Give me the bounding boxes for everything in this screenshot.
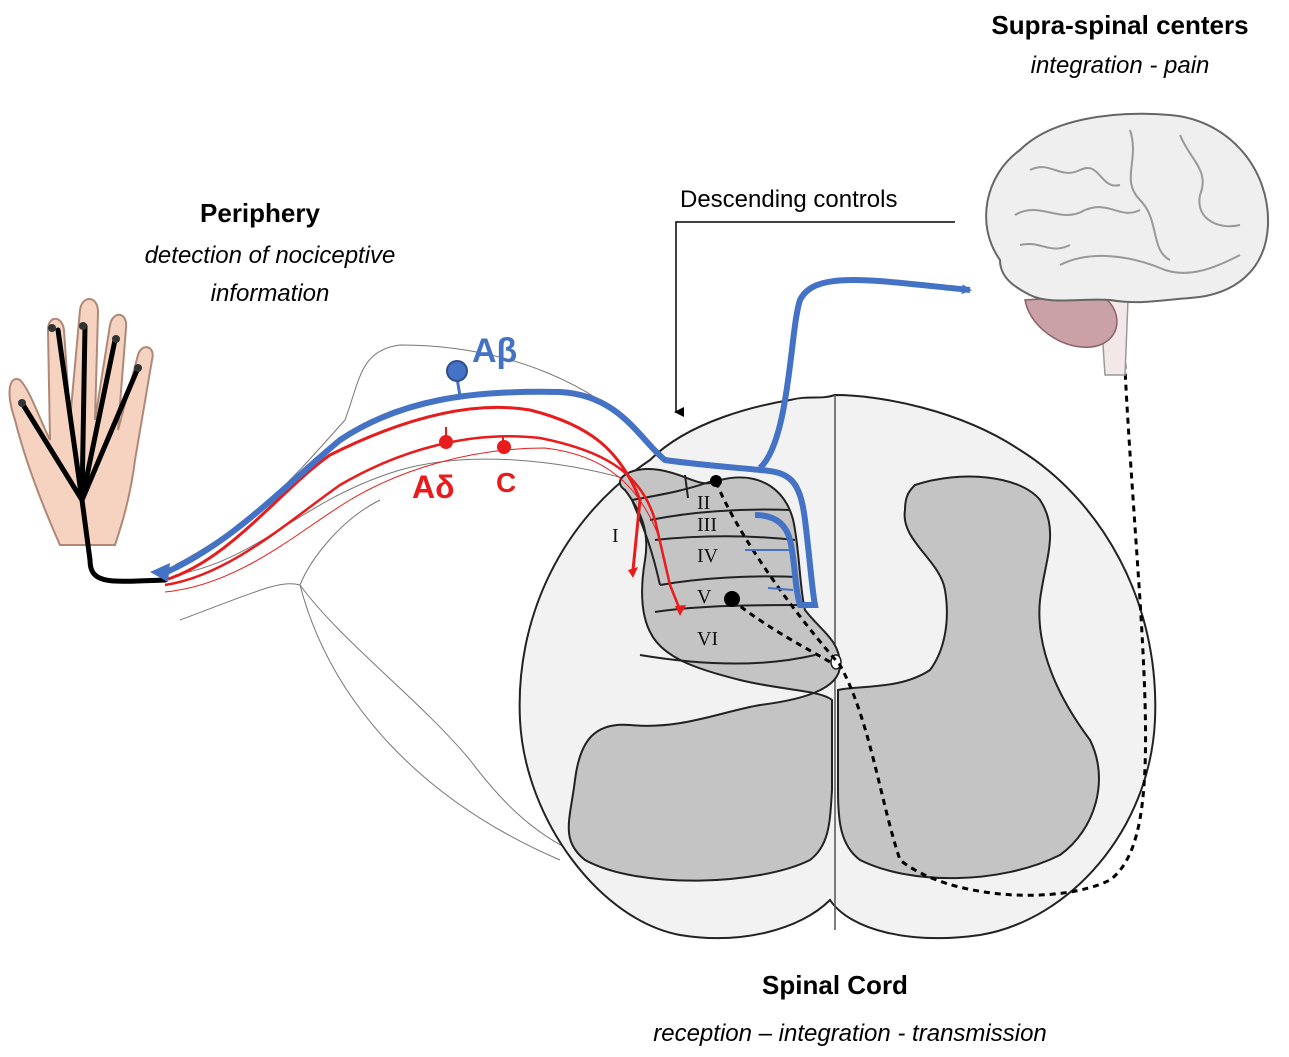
c-label: C [496,467,516,498]
lamina-v-label: V [697,586,712,608]
descending-controls-arrow [676,222,955,412]
lamina-vi-label: VI [697,628,718,650]
lamina-i-label: I [612,525,619,547]
a-delta-label: Aδ [412,469,455,505]
lamina-ii-label: II [697,492,710,514]
projection-neuron-lamina-v [724,591,740,607]
a-delta-cell-body [439,435,453,449]
brain-illustration [986,114,1268,375]
spinal-cord-section [520,395,1156,938]
c-cell-body [497,440,511,454]
lamina-iv-label: IV [697,545,719,567]
a-beta-label: Aβ [472,332,517,370]
cerebellum [1025,295,1117,347]
brain-icon [986,114,1268,302]
lamina-iii-label: III [697,514,717,536]
projection-neuron-lamina-i [710,475,722,487]
a-beta-cell-body [447,361,467,381]
hand-illustration [10,299,165,581]
